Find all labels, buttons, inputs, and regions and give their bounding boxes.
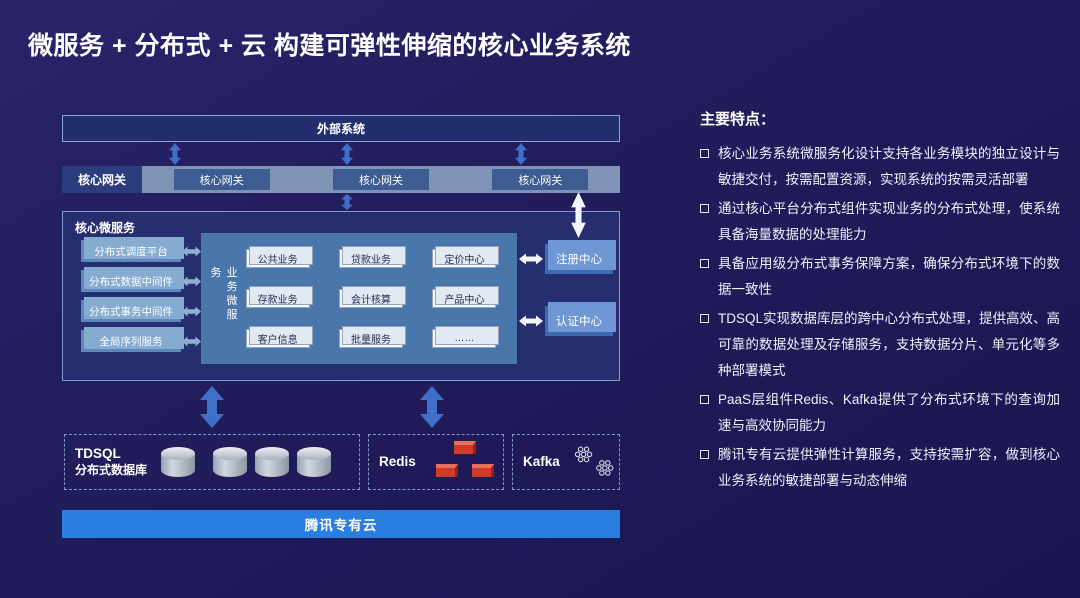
auth-center-box: 认证中心 — [545, 302, 616, 336]
middleware-label: 分布式事务中间件 — [89, 305, 173, 318]
service-label: 公共业务 — [257, 255, 298, 267]
double-arrow-horizontal-icon — [182, 306, 201, 317]
business-microservices-box: 业务微服务 公共业务 贷款业务 定价中心 存款业务 会计核算 产品中心 客户信息… — [201, 233, 517, 364]
external-system-label: 外部系统 — [316, 122, 365, 136]
service-label: …… — [454, 332, 475, 344]
big-double-arrow-vertical-icon — [418, 386, 446, 428]
feature-text: 具备应用级分布式事务保障方案，确保分布式环境下的数据一致性 — [718, 256, 1060, 297]
square-bullet-icon — [700, 314, 709, 323]
redis-cube-icon — [435, 464, 458, 477]
registry-center-box: 注册中心 — [545, 240, 616, 274]
slide-title: 微服务 + 分布式 + 云 构建可弹性伸缩的核心业务系统 — [28, 32, 631, 60]
tdsql-text: TDSQL 分布式数据库 — [75, 446, 147, 478]
service-box: …… — [432, 325, 500, 348]
square-bullet-icon — [700, 395, 709, 404]
gateway-node: 核心网关 — [332, 169, 429, 190]
service-label: 批量服务 — [350, 334, 391, 346]
service-box: 客户信息 — [245, 325, 313, 348]
architecture-diagram: 外部系统 核心网关 核心网关 核心网关 核心网关 核心微服务 分布式调度平台 分… — [62, 114, 622, 538]
double-arrow-horizontal-white-icon — [519, 253, 543, 265]
middleware-box: 分布式事务中间件 — [81, 297, 184, 322]
middleware-box: 分布式数据中间件 — [81, 267, 184, 292]
double-arrow-vertical-white-icon — [570, 192, 587, 238]
feature-item: 通过核心平台分布式组件实现业务的分布式处理，使系统具备海量数据的处理能力 — [700, 196, 1060, 248]
service-box: 定价中心 — [432, 246, 500, 269]
redis-name: Redis — [379, 453, 416, 469]
auth-center-label: 认证中心 — [556, 316, 602, 328]
feature-item: 具备应用级分布式事务保障方案，确保分布式环境下的数据一致性 — [700, 251, 1060, 303]
gateway-node: 核心网关 — [173, 169, 270, 190]
service-box: 公共业务 — [245, 246, 313, 269]
database-cylinder-icon — [255, 447, 290, 477]
middleware-box: 全局序列服务 — [81, 327, 184, 352]
kafka-name: Kafka — [523, 453, 560, 469]
registry-center-label: 注册中心 — [556, 254, 602, 266]
feature-item: 腾讯专有云提供弹性计算服务，支持按需扩容，做到核心业务系统的敏捷部署与动态伸缩 — [700, 442, 1060, 494]
gateway-node: 核心网关 — [492, 169, 589, 190]
feature-item: PaaS层组件Redis、Kafka提供了分布式环境下的查询加速与高效协同能力 — [700, 387, 1060, 439]
service-label: 存款业务 — [257, 294, 298, 306]
service-box: 会计核算 — [338, 285, 406, 308]
service-label: 产品中心 — [444, 294, 485, 306]
service-box: 产品中心 — [432, 285, 500, 308]
feature-text: PaaS层组件Redis、Kafka提供了分布式环境下的查询加速与高效协同能力 — [718, 392, 1060, 433]
database-cylinder-icon — [297, 447, 332, 477]
middleware-label: 全局序列服务 — [99, 335, 163, 348]
double-arrow-vertical-icon — [514, 143, 528, 165]
redis-cube-icon — [453, 441, 476, 454]
redis-cube-icon — [471, 464, 494, 477]
service-label: 贷款业务 — [350, 255, 391, 267]
feature-item: TDSQL实现数据库层的跨中心分布式处理，提供高效、高可靠的数据处理及存储服务，… — [700, 306, 1060, 384]
features-panel: 主要特点： 核心业务系统微服务化设计支持各业务模块的独立设计与敏捷交付，按需配置… — [700, 108, 1060, 497]
middleware-label: 分布式调度平台 — [94, 245, 168, 258]
service-box: 批量服务 — [338, 325, 406, 348]
feature-text: TDSQL实现数据库层的跨中心分布式处理，提供高效、高可靠的数据处理及存储服务，… — [718, 311, 1061, 378]
square-bullet-icon — [700, 259, 709, 268]
middleware-label: 分布式数据中间件 — [89, 275, 173, 288]
gateway-bar-label: 核心网关 — [62, 166, 142, 193]
core-microservices-box: 核心微服务 分布式调度平台 分布式数据中间件 分布式事务中间件 全局序列服务 业… — [62, 211, 620, 381]
kafka-cluster-icon — [574, 446, 614, 476]
square-bullet-icon — [700, 149, 709, 158]
feature-item: 核心业务系统微服务化设计支持各业务模块的独立设计与敏捷交付，按需配置资源，实现系… — [700, 141, 1060, 193]
tencent-cloud-label: 腾讯专有云 — [304, 518, 378, 533]
features-heading: 主要特点： — [700, 111, 776, 128]
double-arrow-horizontal-white-icon — [519, 315, 543, 327]
database-cylinders — [157, 447, 335, 477]
redis-box: Redis — [368, 434, 504, 490]
business-microservices-label: 业务微服务 — [209, 265, 237, 322]
double-arrow-horizontal-icon — [182, 246, 201, 257]
service-box: 贷款业务 — [338, 246, 406, 269]
redis-cubes-icon — [430, 439, 502, 485]
tdsql-box: TDSQL 分布式数据库 — [64, 434, 360, 490]
gateway-bar: 核心网关 核心网关 核心网关 核心网关 — [62, 166, 620, 193]
service-label: 会计核算 — [350, 294, 391, 306]
square-bullet-icon — [700, 204, 709, 213]
service-box: 存款业务 — [245, 285, 313, 308]
square-bullet-icon — [700, 450, 709, 459]
database-cylinder-icon — [213, 447, 248, 477]
double-arrow-vertical-icon — [168, 143, 182, 165]
double-arrow-horizontal-icon — [182, 276, 201, 287]
tdsql-desc: 分布式数据库 — [75, 462, 148, 477]
core-microservices-label: 核心微服务 — [75, 221, 136, 235]
double-arrow-vertical-icon — [340, 194, 354, 210]
database-cylinder-icon — [161, 447, 196, 477]
kafka-box: Kafka — [512, 434, 620, 490]
feature-text: 通过核心平台分布式组件实现业务的分布式处理，使系统具备海量数据的处理能力 — [718, 201, 1060, 242]
double-arrow-horizontal-icon — [182, 336, 201, 347]
service-label: 客户信息 — [257, 334, 298, 346]
middleware-box: 分布式调度平台 — [81, 237, 184, 262]
gateway-nodes: 核心网关 核心网关 核心网关 — [142, 166, 620, 193]
external-system-box: 外部系统 — [62, 115, 620, 142]
tdsql-name: TDSQL — [75, 446, 121, 462]
feature-text: 核心业务系统微服务化设计支持各业务模块的独立设计与敏捷交付，按需配置资源，实现系… — [718, 146, 1060, 187]
services-grid: 公共业务 贷款业务 定价中心 存款业务 会计核算 产品中心 客户信息 批量服务 … — [231, 239, 511, 358]
big-double-arrow-vertical-icon — [198, 386, 226, 428]
feature-text: 腾讯专有云提供弹性计算服务，支持按需扩容，做到核心业务系统的敏捷部署与动态伸缩 — [718, 447, 1060, 488]
service-label: 定价中心 — [444, 255, 485, 267]
double-arrow-vertical-icon — [340, 143, 354, 165]
tencent-cloud-bar: 腾讯专有云 — [62, 510, 620, 538]
